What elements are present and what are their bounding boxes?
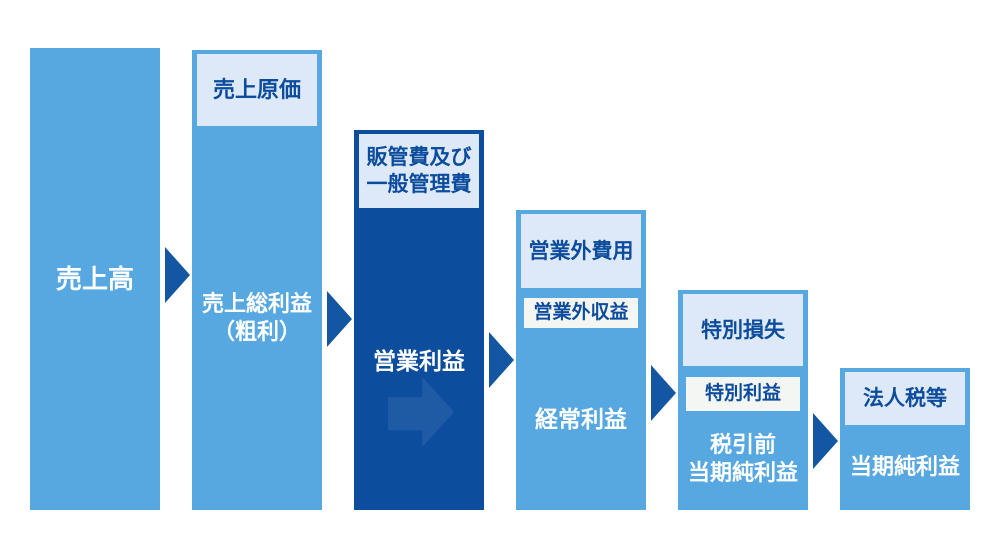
bar-operating-profit: 販管費及び 一般管理費 営業利益: [354, 130, 484, 510]
right-arrow-icon: [651, 365, 676, 421]
right-arrow-icon: [327, 291, 352, 347]
bar-net-profit-label: 当期純利益: [840, 453, 970, 481]
bar-sales-label-line: 売上高: [55, 264, 134, 294]
box-sga-expenses-label-line1: 販管費及び: [366, 146, 472, 169]
box-non-operating-income: 営業外収益: [524, 298, 638, 328]
bar-net-profit: 法人税等 当期純利益: [840, 368, 970, 510]
right-arrow-icon: [813, 413, 838, 469]
box-extraordinary-gains: 特別利益: [686, 377, 800, 411]
watermark-arrow-icon: [388, 377, 454, 447]
bar-pretax-net-profit: 特別損失 特別利益 税引前 当期純利益: [678, 290, 808, 510]
bar-ordinary-profit: 営業外費用 営業外収益 経常利益: [516, 210, 646, 510]
bar-gross-profit-label: 売上総利益 （粗利）: [192, 290, 322, 346]
box-sga-expenses-label-line2: 一般管理費: [366, 173, 472, 196]
bar-sales: 売上高: [30, 48, 160, 510]
right-arrow-icon: [489, 332, 514, 388]
bar-sales-label: 売上高: [30, 263, 160, 295]
bar-pretax-net-profit-label-line2: 当期純利益: [687, 460, 798, 485]
box-extraordinary-gains-label: 特別利益: [704, 383, 781, 404]
box-corporate-taxes: 法人税等: [845, 372, 965, 425]
box-cost-of-sales: 売上原価: [197, 54, 317, 126]
bar-pretax-net-profit-label: 税引前 当期純利益: [678, 431, 808, 487]
bar-ordinary-profit-label: 経常利益: [516, 404, 646, 434]
box-non-operating-income-label: 営業外収益: [533, 302, 629, 323]
bar-operating-profit-label-line: 営業利益: [373, 348, 465, 374]
bar-gross-profit-label-line2: （粗利）: [212, 319, 301, 344]
box-non-operating-expenses-label: 営業外費用: [528, 239, 634, 263]
right-arrow-icon: [165, 247, 190, 303]
bar-gross-profit-label-line1: 売上総利益: [201, 291, 312, 316]
bar-gross-profit: 売上原価 売上総利益 （粗利）: [192, 50, 322, 510]
bar-net-profit-label-line: 当期純利益: [849, 454, 960, 479]
box-extraordinary-losses-label: 特別損失: [701, 318, 785, 342]
bar-operating-profit-label: 営業利益: [354, 346, 484, 376]
box-non-operating-expenses: 営業外費用: [521, 214, 641, 288]
box-corporate-taxes-label: 法人税等: [863, 387, 947, 410]
box-cost-of-sales-label: 売上原価: [212, 77, 301, 102]
box-extraordinary-losses: 特別損失: [683, 294, 803, 366]
bar-pretax-net-profit-label-line1: 税引前: [709, 432, 776, 457]
bar-ordinary-profit-label-line: 経常利益: [535, 406, 627, 432]
box-sga-expenses: 販管費及び 一般管理費: [359, 134, 479, 208]
